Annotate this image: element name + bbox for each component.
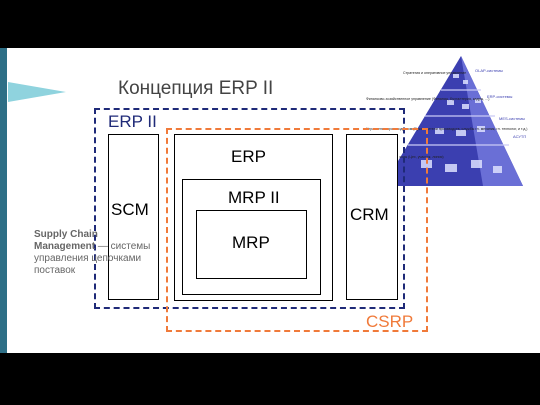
pyramid-left-label-1: Стратегия и оперативное управление <box>403 71 466 75</box>
scm-label: SCM <box>111 200 149 219</box>
pyramid-right-label-1: OLAP-системы <box>475 68 503 73</box>
slide: Концепция ERP II Стратегия и оперативное… <box>0 48 540 353</box>
erp-label: ERP <box>231 147 266 166</box>
mrp2-label: MRP II <box>228 188 280 207</box>
pyramid-left-label-3: Управление производством (Руководители п… <box>366 127 528 131</box>
erp2-boundary <box>94 108 405 309</box>
mrp-label: MRP <box>232 233 270 252</box>
crm-label: CRM <box>350 205 389 224</box>
pyramid-diagram: Стратегия и оперативное управление Финан… <box>363 50 535 192</box>
pyramid-right-label-4: АСУТП <box>513 134 526 139</box>
scm-note-bold: Supply Chain Management <box>34 229 98 252</box>
slide-title: Концепция ERP II <box>118 78 274 99</box>
arrow-decoration <box>8 82 66 102</box>
accent-strip <box>0 48 7 353</box>
scm-note-text: — системы управления цепочками поставок <box>34 241 151 276</box>
pyramid-right-label-2: ERP-системы <box>487 94 513 99</box>
scm-box <box>108 134 159 300</box>
erp2-label: ERP II <box>108 112 157 131</box>
pyramid-right-label-3: MES-системы <box>499 116 525 121</box>
csrp-boundary <box>166 128 428 332</box>
mrp-box <box>196 210 307 279</box>
csrp-label: CSRP <box>366 312 414 331</box>
crm-box <box>346 134 398 300</box>
pyramid-left-label-2: Финансово-хозяйственное управление (Фина… <box>366 97 489 101</box>
scm-note: Supply Chain Management — системы управл… <box>34 229 152 277</box>
